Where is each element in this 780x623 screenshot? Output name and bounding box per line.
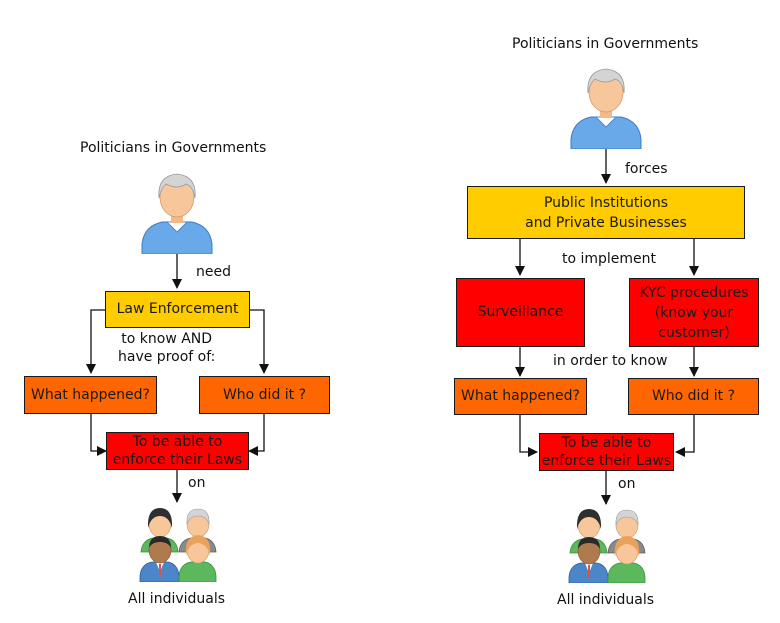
edge-label-know: in order to know bbox=[553, 353, 668, 369]
surveillance-label: Surveillance bbox=[477, 304, 564, 320]
law-enforcement-box: Law Enforcement bbox=[105, 291, 250, 328]
arrow-who-to-enforce-right bbox=[675, 415, 695, 457]
individuals-label: All individuals bbox=[128, 591, 226, 607]
enforce-laws-label: To be able to enforce their Laws bbox=[112, 434, 243, 468]
edge-label-forces: forces bbox=[625, 161, 668, 177]
left-title: Politicians in Governments bbox=[80, 140, 267, 156]
edge-label-implement: to implement bbox=[562, 251, 657, 267]
edge-label-on: on bbox=[188, 475, 206, 491]
edge-label-need: need bbox=[196, 264, 231, 280]
who-did-it-box: Who did it ? bbox=[199, 376, 330, 414]
what-happened-label-right: What happened? bbox=[461, 388, 580, 404]
edge-label-on-right: on bbox=[618, 476, 636, 492]
right-title: Politicians in Governments bbox=[512, 36, 699, 52]
institutions-label: Public Institutions and Private Business… bbox=[525, 194, 687, 231]
arrow-what-to-enforce-right bbox=[519, 415, 538, 457]
enforce-laws-label-right: To be able to enforce their Laws bbox=[541, 435, 672, 469]
edge-label-proof: to know AND have proof of: bbox=[118, 331, 216, 365]
arrow-law-to-who-did-it bbox=[250, 309, 269, 374]
kyc-label: KYC procedures (know your customer) bbox=[639, 284, 749, 341]
enforce-laws-box-right: To be able to enforce their Laws bbox=[539, 433, 674, 471]
people-group-icon bbox=[568, 509, 646, 583]
surveillance-box: Surveillance bbox=[456, 278, 585, 347]
individuals-label-right: All individuals bbox=[557, 592, 655, 608]
what-happened-label: What happened? bbox=[31, 386, 150, 403]
who-did-it-label: Who did it ? bbox=[222, 386, 307, 403]
what-happened-box: What happened? bbox=[24, 376, 157, 414]
arrow-who-to-enforce bbox=[248, 414, 265, 456]
who-did-it-box-right: Who did it ? bbox=[628, 378, 759, 415]
law-enforcement-label: Law Enforcement bbox=[116, 301, 239, 317]
institutions-box: Public Institutions and Private Business… bbox=[467, 186, 745, 239]
enforce-laws-box: To be able to enforce their Laws bbox=[106, 432, 249, 470]
politician-icon bbox=[570, 68, 642, 149]
who-did-it-label-right: Who did it ? bbox=[651, 388, 736, 404]
arrow-law-to-what-happened bbox=[86, 309, 105, 374]
what-happened-box-right: What happened? bbox=[454, 378, 587, 415]
arrow-what-to-enforce bbox=[90, 414, 107, 456]
politician-icon bbox=[141, 173, 213, 254]
people-group-icon bbox=[139, 508, 217, 582]
kyc-box: KYC procedures (know your customer) bbox=[629, 278, 759, 347]
